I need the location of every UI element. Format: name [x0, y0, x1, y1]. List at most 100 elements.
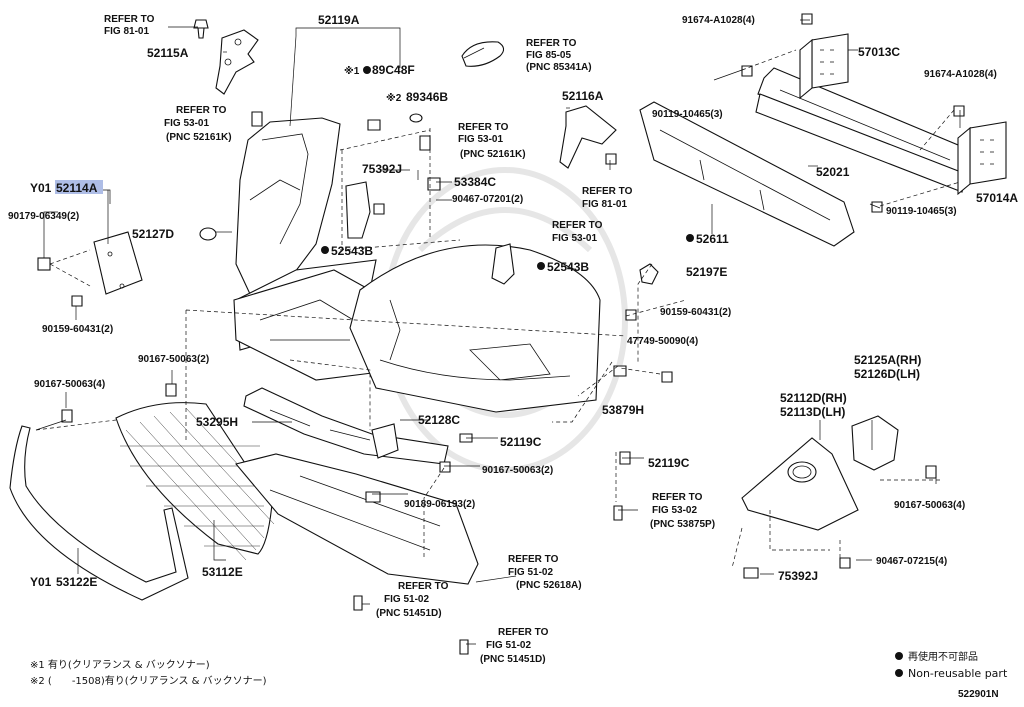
- label-y01-prefix: Y01: [30, 181, 52, 195]
- label-refer-fig85-3: (PNC 85341A): [526, 62, 592, 73]
- label-90467-07201[interactable]: 90467-07201(2): [452, 194, 523, 205]
- label-refer-fig81-a2: FIG 81-01: [104, 26, 149, 37]
- label-refer-fig53-a3: (PNC 52161K): [166, 132, 232, 143]
- label-90179[interactable]: 90179-06349(2): [8, 211, 79, 222]
- part-bumper-cover[interactable]: [349, 244, 601, 413]
- part-52116A-bracket[interactable]: [559, 105, 617, 169]
- part-52115A-bracket[interactable]: [215, 29, 259, 95]
- label-90167-top2[interactable]: 90167-50063(2): [138, 354, 209, 365]
- label-57013C[interactable]: 57013C: [858, 45, 900, 59]
- part-52127D-plug[interactable]: [199, 227, 217, 241]
- part-52114A-bracket[interactable]: [93, 231, 143, 295]
- label-refer-fig51-c3: (PNC 51451D): [480, 654, 546, 665]
- label-91674-top[interactable]: 91674-A1028(4): [682, 15, 755, 26]
- label-47749[interactable]: 47749-50090(4): [627, 336, 698, 347]
- label-90119-left[interactable]: 90119-10465(3): [652, 109, 723, 120]
- label-89346B[interactable]: 89346B: [406, 90, 448, 104]
- label-refer-fig53-b2: FIG 53-01: [458, 134, 503, 145]
- label-53384C[interactable]: 53384C: [454, 175, 496, 189]
- part-52611-absorber[interactable]: [639, 101, 855, 247]
- non-reusable-dot-52543B-left: [321, 246, 329, 254]
- label-53112E[interactable]: 53112E: [202, 565, 243, 579]
- label-refer-fig51-b2: FIG 51-02: [384, 594, 429, 605]
- label-90159-left[interactable]: 90159-60431(2): [42, 324, 113, 335]
- label-53879H[interactable]: 53879H: [602, 403, 644, 417]
- label-52128C[interactable]: 52128C: [418, 413, 460, 427]
- label-note2-mark: ※2: [386, 92, 402, 104]
- part-90179-nut[interactable]: [37, 257, 51, 271]
- label-90189[interactable]: 90189-06193(2): [404, 499, 475, 510]
- label-refer-fig53-b1: REFER TO: [458, 122, 509, 133]
- clip-fig81-top[interactable]: [193, 19, 209, 39]
- label-refer-fig51-a3: (PNC 52618A): [516, 580, 582, 591]
- label-refer-fig51-b1: REFER TO: [398, 581, 449, 592]
- label-refer-fig51-a2: FIG 51-02: [508, 567, 553, 578]
- label-90119-right[interactable]: 90119-10465(3): [886, 206, 957, 217]
- label-52119A[interactable]: 52119A: [318, 13, 360, 27]
- label-52119C-a[interactable]: 52119C: [500, 435, 542, 449]
- label-refer-fig81-a: REFER TO: [104, 14, 155, 25]
- label-52543B-left[interactable]: 52543B: [331, 244, 373, 258]
- part-85341A-cap[interactable]: [461, 41, 505, 67]
- label-52114A[interactable]: 52114A: [56, 181, 98, 195]
- label-52611[interactable]: 52611: [696, 232, 729, 246]
- footnote-1: ※1 有り(クリアランス & バックソナー): [30, 658, 210, 671]
- label-refer-fig81-b2: FIG 81-01: [582, 199, 627, 210]
- label-90167-right4[interactable]: 90167-50063(4): [894, 500, 965, 511]
- non-reusable-dot: [363, 66, 371, 74]
- label-90467-07215[interactable]: 90467-07215(4): [876, 556, 947, 567]
- label-refer-fig85-2: FIG 85-05: [526, 50, 571, 61]
- part-52112D-bezel[interactable]: [741, 437, 859, 531]
- label-90159-right[interactable]: 90159-60431(2): [660, 307, 731, 318]
- label-53295H[interactable]: 53295H: [196, 415, 238, 429]
- label-y01-prefix-b: Y01: [30, 575, 52, 589]
- label-refer-fig53-b3: (PNC 52161K): [460, 149, 526, 160]
- label-53122E[interactable]: 53122E: [56, 575, 97, 589]
- label-75392J-top[interactable]: 75392J: [362, 162, 402, 176]
- label-75392J-bottom[interactable]: 75392J: [778, 569, 818, 583]
- part-under-cover[interactable]: [235, 453, 479, 585]
- label-52126D[interactable]: 52126D(LH): [854, 367, 920, 381]
- label-refer-fig85-1: REFER TO: [526, 38, 577, 49]
- highlight-52114A: [55, 180, 103, 194]
- part-57013C-bracket[interactable]: [799, 33, 849, 100]
- label-52116A[interactable]: 52116A: [562, 89, 604, 103]
- label-52115A[interactable]: 52115A: [147, 46, 189, 60]
- label-91674-right[interactable]: 91674-A1028(4): [924, 69, 997, 80]
- label-52125A[interactable]: 52125A(RH): [854, 353, 921, 367]
- label-52197E[interactable]: 52197E: [686, 265, 727, 279]
- legend: 再使用不可部品 Non-reusable part: [895, 650, 1008, 680]
- part-52125A-bracket[interactable]: [851, 415, 899, 471]
- label-refer-fig51-b3: (PNC 51451D): [376, 608, 442, 619]
- legend-jp: 再使用不可部品: [908, 650, 978, 663]
- label-refer-fig53-c1: REFER TO: [552, 220, 603, 231]
- label-90167-left4[interactable]: 90167-50063(4): [34, 379, 105, 390]
- label-refer-fig51-c2: FIG 51-02: [486, 640, 531, 651]
- legend-dot-icon-2: [895, 669, 903, 677]
- label-refer-fig51-c1: REFER TO: [498, 627, 549, 638]
- label-52127D[interactable]: 52127D: [132, 227, 174, 241]
- label-52113D[interactable]: 52113D(LH): [780, 405, 845, 419]
- label-52119C-b[interactable]: 52119C: [648, 456, 690, 470]
- label-52112D[interactable]: 52112D(RH): [780, 391, 847, 405]
- part-57014A-bracket[interactable]: [957, 121, 1007, 196]
- part-52543B-left-pad[interactable]: [345, 181, 371, 239]
- part-labels: REFER TO FIG 81-01 52115A 52119A ※1 89C4…: [8, 13, 1018, 665]
- part-53112E-grille[interactable]: [115, 402, 277, 561]
- label-note1-mark: ※1: [344, 65, 360, 77]
- part-52543B-right-pad[interactable]: [491, 243, 515, 285]
- label-52021[interactable]: 52021: [816, 165, 850, 179]
- part-53122E-molding[interactable]: [9, 425, 189, 601]
- label-57014A[interactable]: 57014A: [976, 191, 1018, 205]
- label-refer-fig51-a1: REFER TO: [508, 554, 559, 565]
- label-refer-fig53-c2: FIG 53-01: [552, 233, 597, 244]
- leader-lines: [35, 19, 961, 645]
- part-52128C-cover[interactable]: [371, 423, 399, 459]
- label-refer-fig53-a2: FIG 53-01: [164, 118, 209, 129]
- label-90167-mid2[interactable]: 90167-50063(2): [482, 465, 553, 476]
- label-52543B-right[interactable]: 52543B: [547, 260, 589, 274]
- non-reusable-dot-52611: [686, 234, 694, 242]
- footnote-2: ※2 ( -1508)有り(クリアランス & バックソナー): [30, 674, 267, 687]
- label-89C48F[interactable]: 89C48F: [372, 63, 415, 77]
